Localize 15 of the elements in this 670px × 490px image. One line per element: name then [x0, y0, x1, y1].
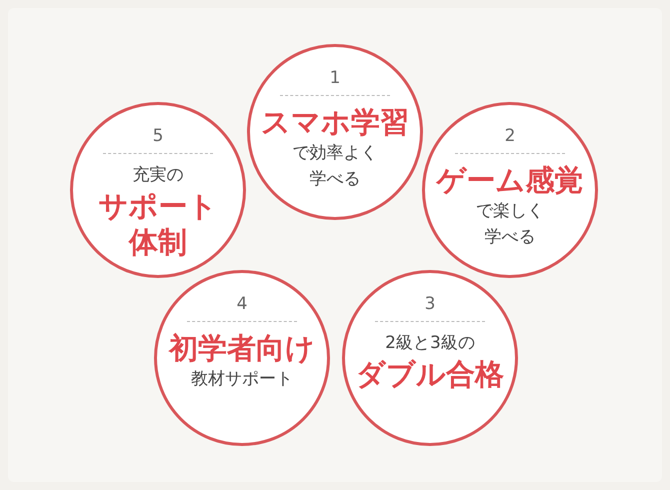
highlight-text: ゲーム感覚	[436, 162, 584, 198]
step-number: 2	[504, 125, 516, 147]
step-number: 3	[424, 293, 436, 315]
step-number: 1	[330, 67, 340, 89]
body-text: 2級と3級の	[385, 332, 475, 355]
highlight-text: ダブル合格	[356, 356, 504, 392]
highlight-text: スマホ学習	[261, 104, 409, 140]
step-number: 5	[152, 125, 164, 147]
step-number: 4	[236, 293, 248, 315]
body-text: 充実の	[132, 164, 184, 187]
body-text: 教材サポート	[191, 368, 293, 391]
highlight-text: サポート体制	[98, 188, 218, 260]
highlight-text: 初学者向け	[169, 330, 315, 366]
body-text: で楽しく学べる	[475, 200, 545, 249]
body-text: で効率よく学べる	[292, 142, 378, 191]
